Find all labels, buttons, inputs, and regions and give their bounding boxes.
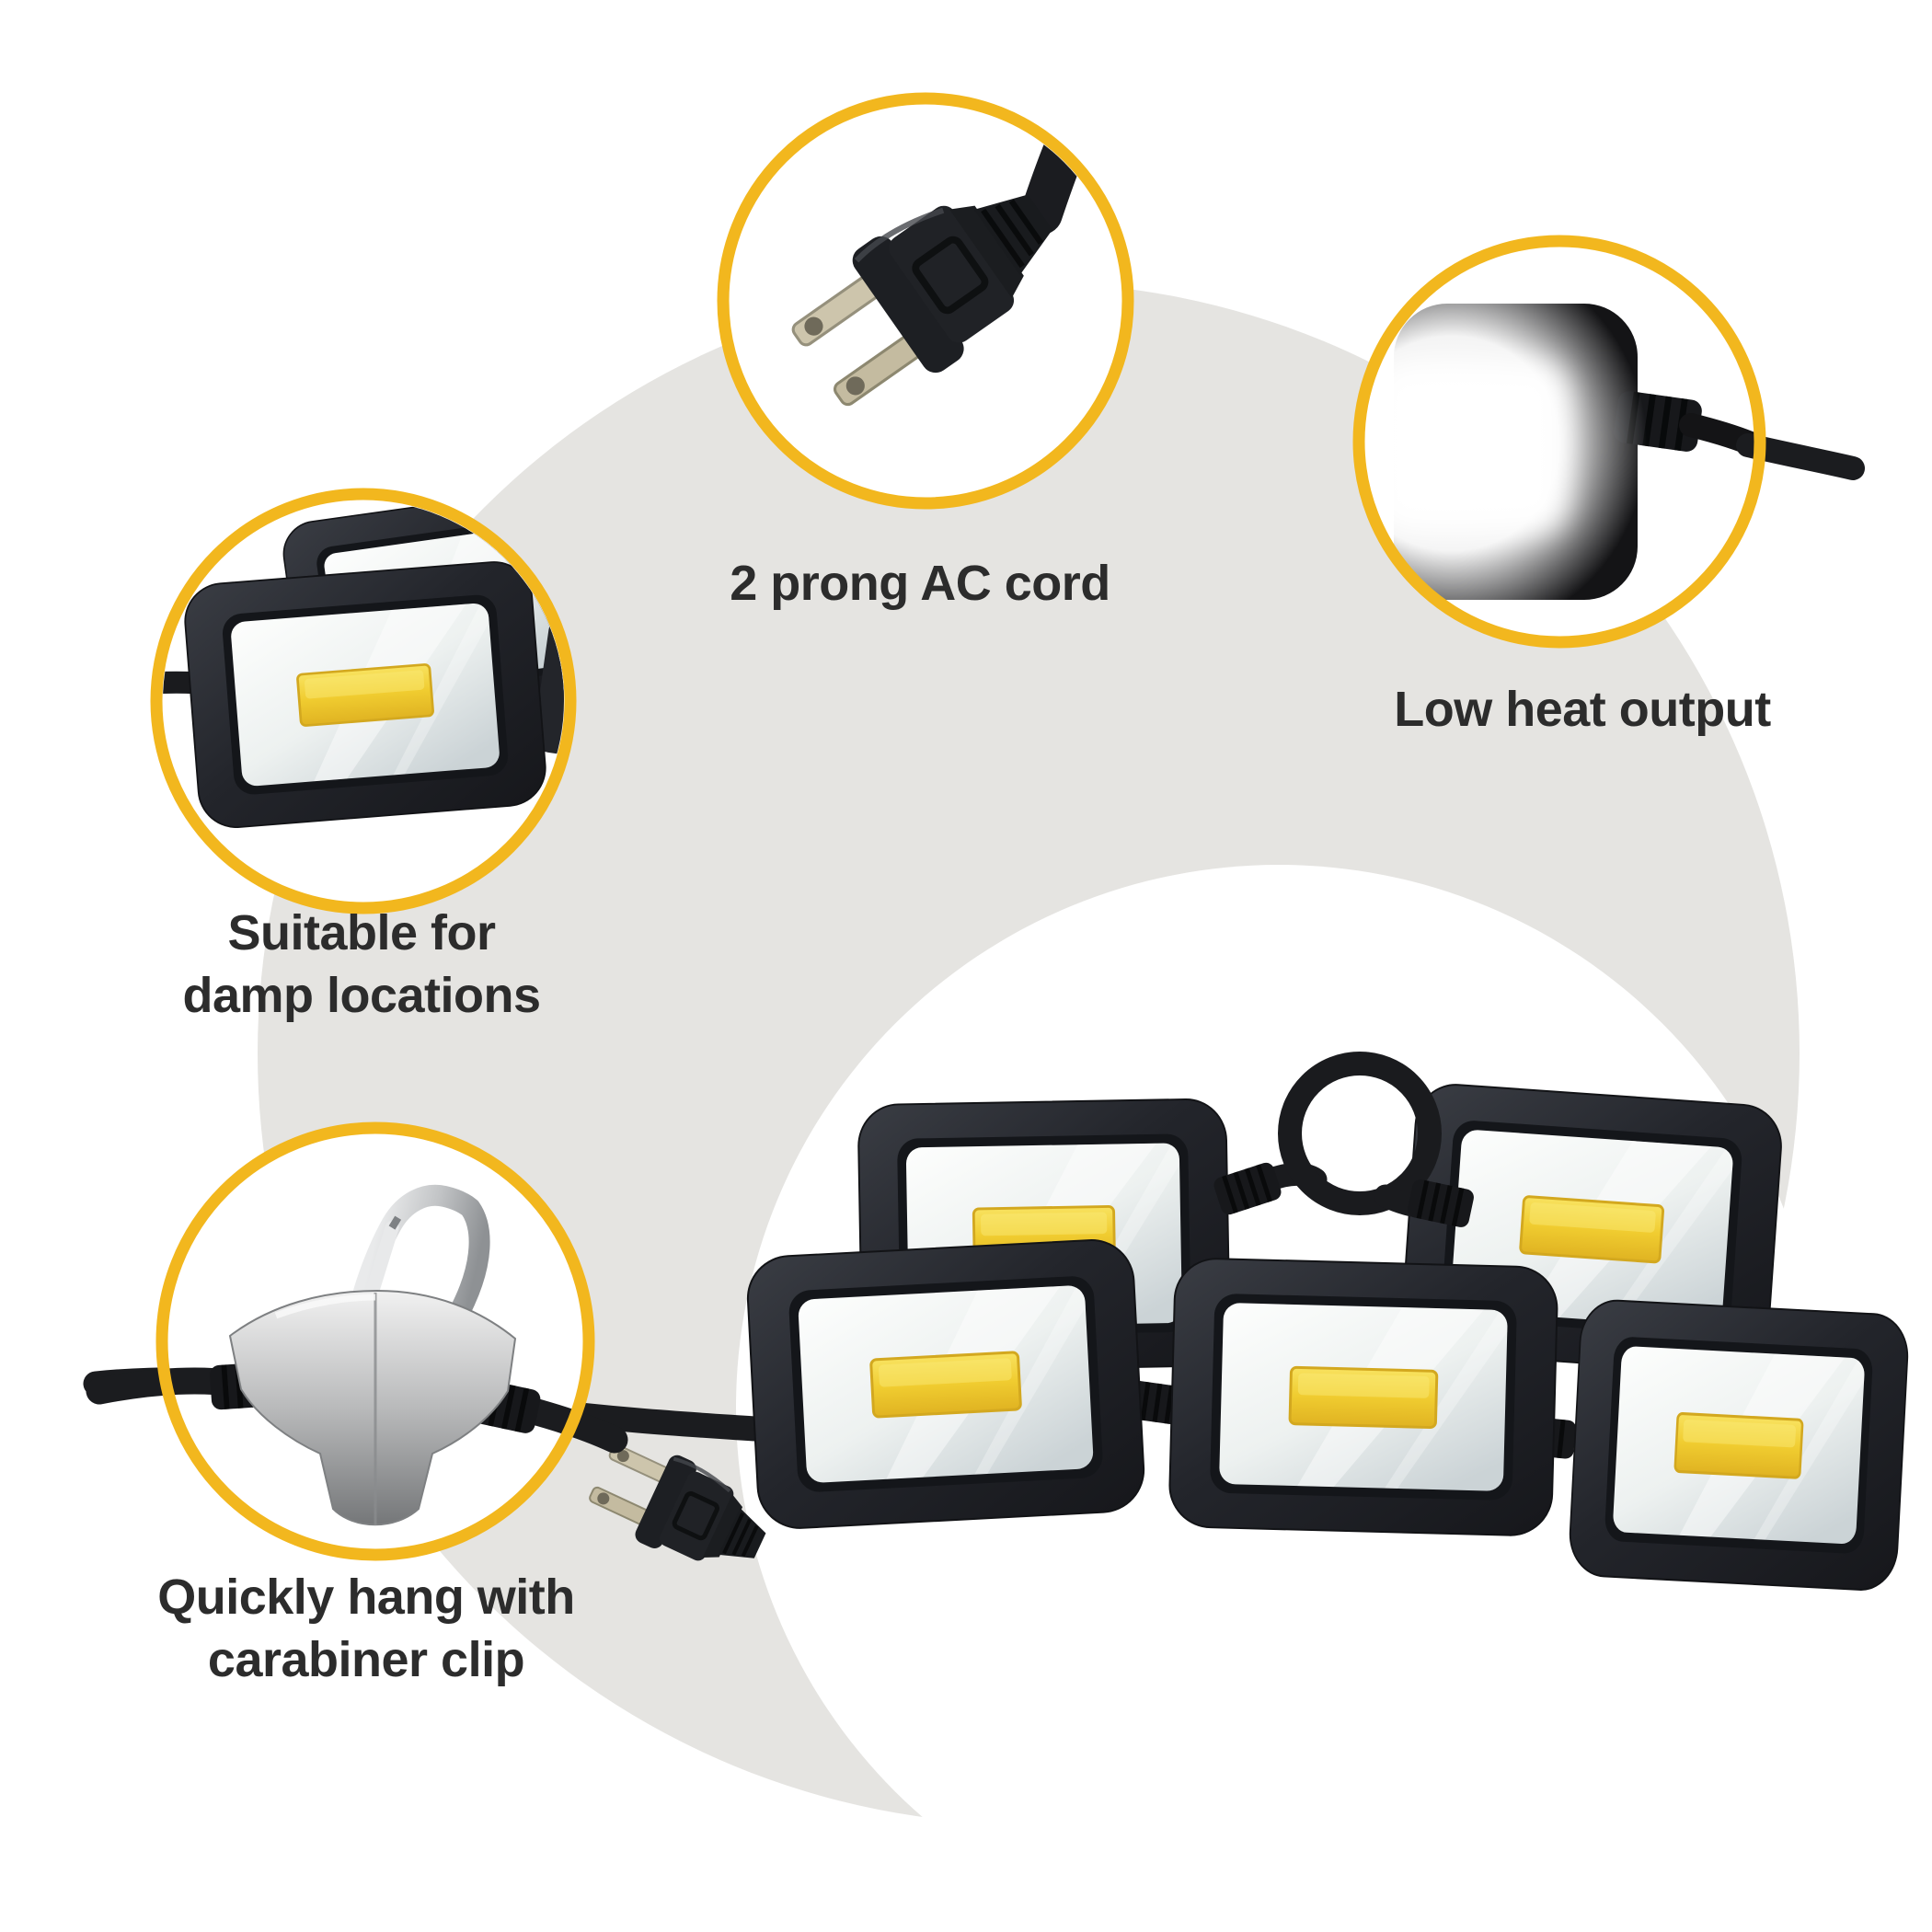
callout-label-damp-line2: damp locations xyxy=(182,968,541,1023)
work-light-front-left xyxy=(746,1238,1146,1530)
callout-label-ac-cord: 2 prong AC cord xyxy=(730,556,1110,611)
callout-ac-cord xyxy=(717,92,1134,510)
callout-damp-locations xyxy=(150,484,577,914)
callout-carabiner xyxy=(86,1121,628,1561)
dual-work-lights-icon xyxy=(163,484,564,830)
work-light-front-right xyxy=(1568,1299,1909,1592)
callout-label-low-heat: Low heat output xyxy=(1394,682,1771,737)
callout-label-carabiner: Quickly hang with carabiner clip xyxy=(44,1566,688,1691)
cord-loop xyxy=(1212,1052,1475,1229)
callout-label-carabiner-line1: Quickly hang with xyxy=(157,1570,575,1625)
glowing-work-light-icon xyxy=(1364,248,1754,637)
work-light-front-middle xyxy=(1168,1258,1558,1536)
callout-low-heat xyxy=(1352,235,1865,649)
callout-label-damp: Suitable for damp locations xyxy=(40,902,684,1027)
callout-label-carabiner-line2: carabiner clip xyxy=(207,1632,525,1687)
callout-label-damp-line1: Suitable for xyxy=(227,905,496,960)
